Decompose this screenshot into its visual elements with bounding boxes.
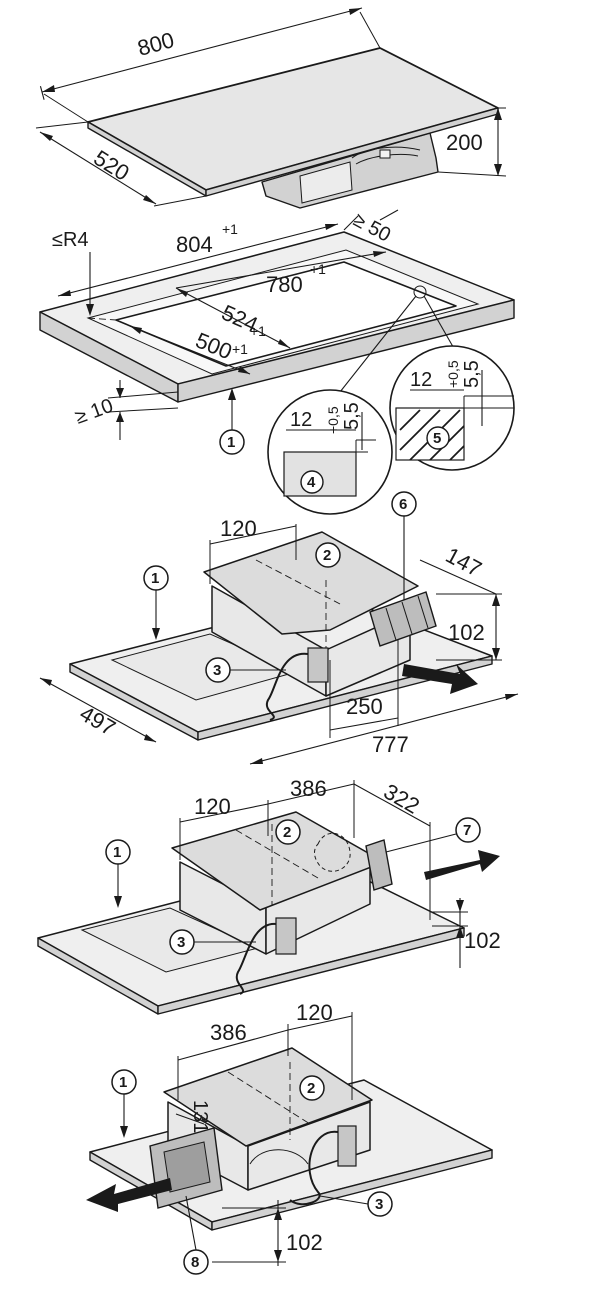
dim-fan-offset-a: 120 [220,516,257,541]
callout-cable-a: 3 [213,662,221,679]
dim-min-worktop-thickness: ≥ 10 [72,395,116,429]
callout-worktop-b: 1 [113,844,121,861]
callout-fan-unit-a: 2 [323,547,331,564]
dim-duct-height-c: 102 [286,1230,323,1255]
dim-duct-offset-c: 131 [189,1100,211,1133]
fan-box-top-a [203,531,419,635]
duct-connector-a [369,591,437,647]
dim-duct-depth-a: 147 [442,542,486,581]
dim-fan-width-c: 386 [210,1020,247,1045]
dim-hob-height: 200 [446,130,483,155]
dim-base-depth-a: 497 [76,701,120,741]
dim-duct-height-b: 102 [464,928,501,953]
cutout-panel: ≤R4 804 +1 ≥ 50 780 +1 524 +1 500 +1 [39,209,515,515]
callout-duct-adapter: 8 [191,1254,199,1271]
tol-cutout-outer-depth: +1 [250,323,266,339]
dim-hob-width: 800 [135,27,177,61]
detail-flush-depth: 5,5 [341,402,363,430]
dim-fan-offset-b: 120 [194,794,231,819]
dim-fan-depth-b: 322 [380,779,424,819]
dim-cutout-outer-width: 804 [176,232,213,257]
callout-fan-unit-c: 2 [307,1080,315,1097]
callout-cable-b: 3 [177,934,185,951]
callout-exhaust-direction: 7 [463,822,471,839]
detail-rebate-width: 12 [410,369,432,391]
side-exhaust-panel: 120 386 322 102 2 7 1 3 [37,776,501,1015]
front-exhaust-panel: 386 120 131 102 2 1 3 8 [86,1000,493,1275]
callout-worktop-c: 1 [119,1074,127,1091]
dim-duct-height-a: 102 [448,620,485,645]
callout-fan-unit-b: 2 [283,824,291,841]
detail-rebate-depth: 5,5 [461,360,483,388]
dim-cutout-inner-width: 780 [266,272,303,297]
detail-flush-width: 12 [290,409,312,431]
callout-worktop: 1 [227,434,235,451]
exhaust-arrow-b [424,850,500,880]
callout-worktop-a: 1 [151,570,159,587]
callout-detail-rebate: 5 [433,430,441,447]
callout-duct-connector: 6 [399,496,407,513]
rear-exhaust-panel: 120 2 6 147 102 250 497 777 1 [39,491,519,765]
dim-fan-offset-c: 120 [296,1000,333,1025]
tol-cutout-inner-depth: +1 [232,341,248,357]
detail-rebate-depth-tol: +0,5 [445,360,461,388]
dim-duct-offset-a: 250 [346,694,383,719]
dim-base-width-a: 777 [372,732,409,757]
dim-corner-radius: ≤R4 [52,229,89,251]
tol-cutout-inner-width: +1 [310,261,326,277]
exhaust-arrow-c [86,1178,172,1212]
hob-panel: 800 520 200 [35,7,507,209]
exhaust-arrow-a [402,664,478,694]
dim-fan-width-b: 386 [290,776,327,801]
tol-cutout-outer-width: +1 [222,221,238,237]
callout-detail-flush: 4 [307,474,316,491]
detail-flush-depth-tol: +0,5 [325,406,341,434]
callout-cable-c: 3 [375,1196,383,1213]
callout-worktop-marker [219,429,245,455]
